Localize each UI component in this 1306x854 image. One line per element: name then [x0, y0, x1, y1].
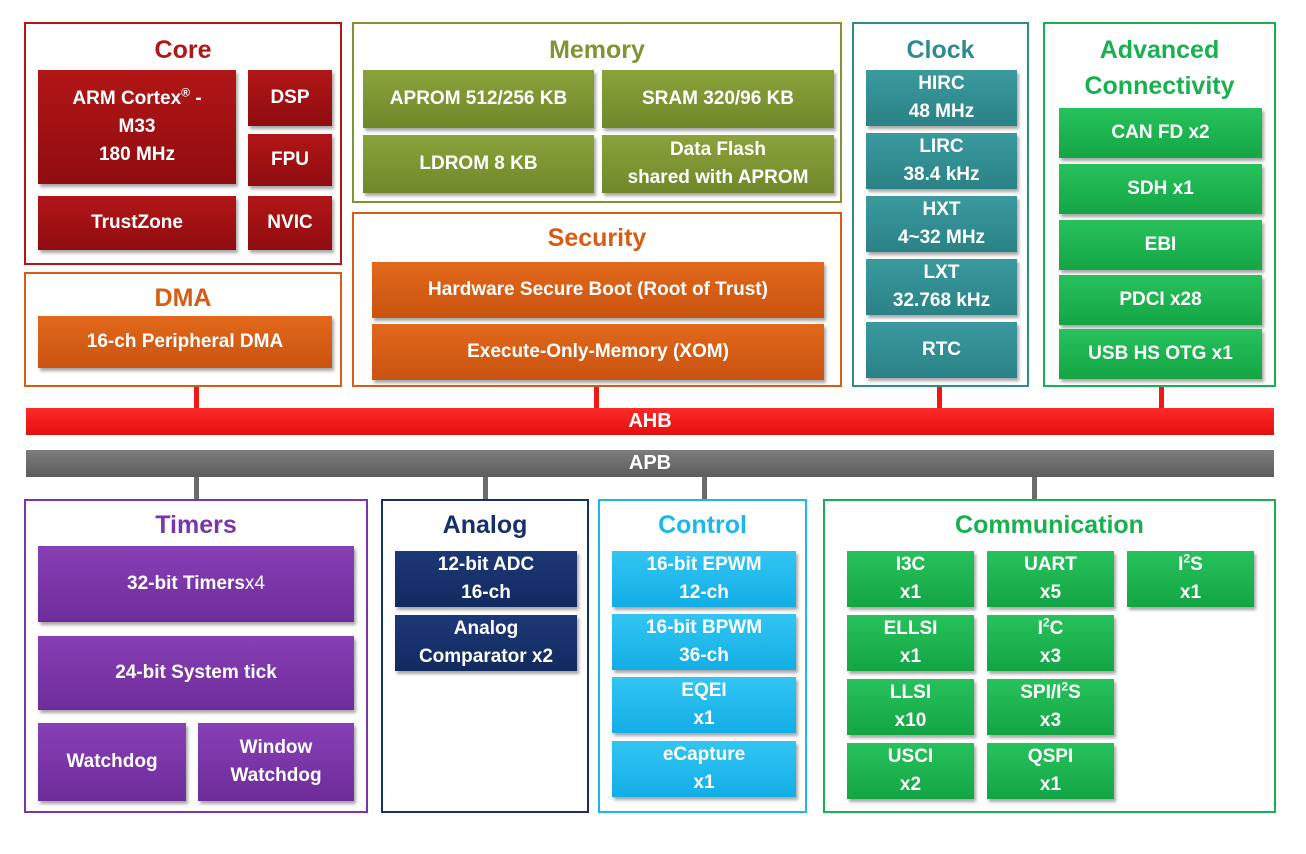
security-group: Security Hardware Secure Boot (Root of T…	[352, 212, 842, 387]
pdci-block: PDCI x28	[1059, 275, 1262, 325]
window-watchdog-block: Window Watchdog	[198, 723, 354, 801]
timers-title: Timers	[155, 511, 237, 539]
ahb-connector	[937, 387, 942, 408]
watchdog-block: Watchdog	[38, 723, 186, 801]
timers-group: Timers 32-bit Timers x4 24-bit System ti…	[24, 499, 368, 813]
timer32-block: 32-bit Timers x4	[38, 546, 354, 622]
ldrom-block: LDROM 8 KB	[363, 135, 594, 193]
sdh-block: SDH x1	[1059, 164, 1262, 214]
apb-connector	[702, 477, 707, 499]
usb-hs-otg-block: USB HS OTG x1	[1059, 329, 1262, 379]
ahb-connector	[594, 387, 599, 408]
communication-group: Communication I3C x1 UART x5 I2S x1 ELLS…	[823, 499, 1276, 813]
ecapture-block: eCapture x1	[612, 741, 796, 797]
control-title: Control	[658, 511, 747, 539]
dataflash-block: Data Flash shared with APROM	[602, 135, 834, 193]
xom-block: Execute-Only-Memory (XOM)	[372, 324, 824, 380]
spi-i2s-block: SPI/I2S x3	[987, 679, 1114, 735]
usci-block: USCI x2	[847, 743, 974, 799]
trustzone-block: TrustZone	[38, 196, 236, 250]
core-title: Core	[154, 36, 212, 64]
dsp-block: DSP	[248, 70, 332, 126]
dma-title: DMA	[154, 284, 212, 312]
i2s-block: I2S x1	[1127, 551, 1254, 607]
memory-title: Memory	[549, 36, 645, 64]
hirc-block: HIRC 48 MHz	[866, 70, 1017, 126]
peripheral-dma-block: 16-ch Peripheral DMA	[38, 316, 332, 368]
canfd-block: CAN FD x2	[1059, 108, 1262, 158]
apb-bus: APB	[26, 450, 1274, 477]
adc-block: 12-bit ADC 16-ch	[395, 551, 577, 607]
ellsi-block: ELLSI x1	[847, 615, 974, 671]
systick-block: 24-bit System tick	[38, 636, 354, 710]
control-group: Control 16-bit EPWM 12-ch 16-bit BPWM 36…	[598, 499, 807, 813]
ahb-connector	[194, 387, 199, 408]
epwm-block: 16-bit EPWM 12-ch	[612, 551, 796, 607]
apb-connector	[1032, 477, 1037, 499]
communication-title: Communication	[955, 511, 1144, 539]
uart-block: UART x5	[987, 551, 1114, 607]
hxt-block: HXT 4~32 MHz	[866, 196, 1017, 252]
ahb-bus: AHB	[26, 408, 1274, 435]
ebi-block: EBI	[1059, 220, 1262, 270]
security-title: Security	[547, 224, 647, 252]
ahb-connector	[1159, 387, 1164, 408]
memory-group: Memory APROM 512/256 KB SRAM 320/96 KB L…	[352, 22, 842, 203]
core-group: Core ARM Cortex® - M33 180 MHz DSP FPU T…	[24, 22, 342, 265]
i2c-block: I2C x3	[987, 615, 1114, 671]
fpu-block: FPU	[248, 134, 332, 186]
comparator-block: Analog Comparator x2	[395, 615, 577, 671]
cpu-block: ARM Cortex® - M33 180 MHz	[38, 70, 236, 184]
qspi-block: QSPI x1	[987, 743, 1114, 799]
dma-group: DMA 16-ch Peripheral DMA	[24, 272, 342, 387]
advanced-connectivity-group: Advanced Connectivity CAN FD x2 SDH x1 E…	[1043, 22, 1276, 387]
eqei-block: EQEI x1	[612, 677, 796, 733]
rtc-block: RTC	[866, 322, 1017, 378]
analog-title: Analog	[442, 511, 528, 539]
llsi-block: LLSI x10	[847, 679, 974, 735]
clock-title: Clock	[906, 36, 975, 64]
lxt-block: LXT 32.768 kHz	[866, 259, 1017, 315]
i3c-block: I3C x1	[847, 551, 974, 607]
secure-boot-block: Hardware Secure Boot (Root of Trust)	[372, 262, 824, 318]
analog-group: Analog 12-bit ADC 16-ch Analog Comparato…	[381, 499, 589, 813]
apb-connector	[194, 477, 199, 499]
nvic-block: NVIC	[248, 196, 332, 250]
advanced-connectivity-title: Advanced Connectivity	[1084, 36, 1235, 100]
bpwm-block: 16-bit BPWM 36-ch	[612, 614, 796, 670]
aprom-block: APROM 512/256 KB	[363, 70, 594, 128]
sram-block: SRAM 320/96 KB	[602, 70, 834, 128]
lirc-block: LIRC 38.4 kHz	[866, 133, 1017, 189]
clock-group: Clock HIRC 48 MHz LIRC 38.4 kHz HXT 4~32…	[852, 22, 1029, 387]
apb-connector	[483, 477, 488, 499]
